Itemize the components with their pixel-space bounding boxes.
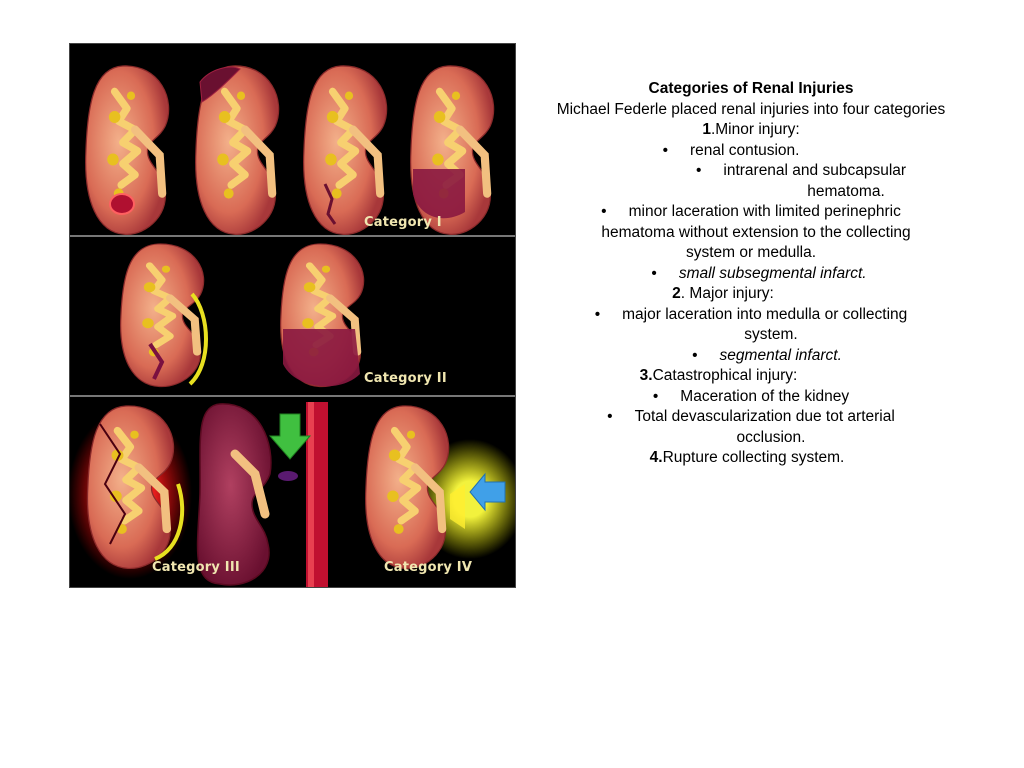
renal-injury-figure: Category I Category II Category III Cate… <box>69 43 516 588</box>
list-item: •Maceration of the kidney <box>528 387 974 408</box>
list-item-continued: hematoma. <box>807 182 885 200</box>
list-item-continued: system or medulla. <box>685 244 817 261</box>
list-item: •major laceration into medulla or collec… <box>528 305 974 326</box>
row-category-3-4 <box>70 402 515 587</box>
bullet: • <box>692 346 698 364</box>
minor-label: .Minor injury: <box>710 121 800 138</box>
category-2-label: Category II <box>364 371 447 386</box>
intro: Michael Federle placed renal injuries in… <box>556 100 946 118</box>
figure-illustration <box>70 44 515 587</box>
list-item: •intrarenal and subcapsular <box>628 161 974 182</box>
category-1-label: Category I <box>364 215 442 230</box>
rupture-number: 4. <box>649 449 663 466</box>
catastrophic-heading: 3.Catastrophical injury: <box>463 366 974 387</box>
major-label: . Major injury: <box>680 285 774 302</box>
major-number: 2 <box>672 285 681 302</box>
minor-number: 1 <box>702 121 711 138</box>
rupture-label: Rupture collecting system. <box>662 449 845 466</box>
bullet: • <box>651 264 657 282</box>
row-category-1 <box>86 66 494 234</box>
catastrophic-label: Catastrophical injury: <box>652 367 798 384</box>
categories-text: Categories of Renal Injuries Michael Fed… <box>528 79 974 469</box>
list-item-continued: occlusion. <box>736 428 806 446</box>
rupture-heading: 4.Rupture collecting system. <box>520 448 974 469</box>
catastrophic-number: 3. <box>639 367 653 384</box>
bullet: • <box>601 203 607 220</box>
category-4-label: Category IV <box>384 560 473 575</box>
row-category-2 <box>121 244 364 387</box>
list-item: •minor laceration with limited perinephr… <box>528 202 974 223</box>
list-item: •segmental infarct. <box>560 346 974 367</box>
bullet: • <box>695 162 702 179</box>
title: Categories of Renal Injuries <box>648 80 854 97</box>
minor-heading: 1.Minor injury: <box>528 120 974 141</box>
bullet: • <box>594 305 601 323</box>
list-item: •Total devascularization due tot arteria… <box>528 407 974 428</box>
list-item: •small subsegmental infarct. <box>544 264 974 285</box>
category-3-label: Category III <box>152 560 240 575</box>
list-item-continued: hematoma without extension to the collec… <box>601 223 911 241</box>
list-item-continued: system. <box>744 326 798 343</box>
bullet: • <box>662 141 668 159</box>
bullet: • <box>607 408 613 425</box>
list-item: •renal contusion. <box>488 141 974 162</box>
major-heading: 2. Major injury: <box>472 284 974 305</box>
bullet: • <box>652 387 659 405</box>
